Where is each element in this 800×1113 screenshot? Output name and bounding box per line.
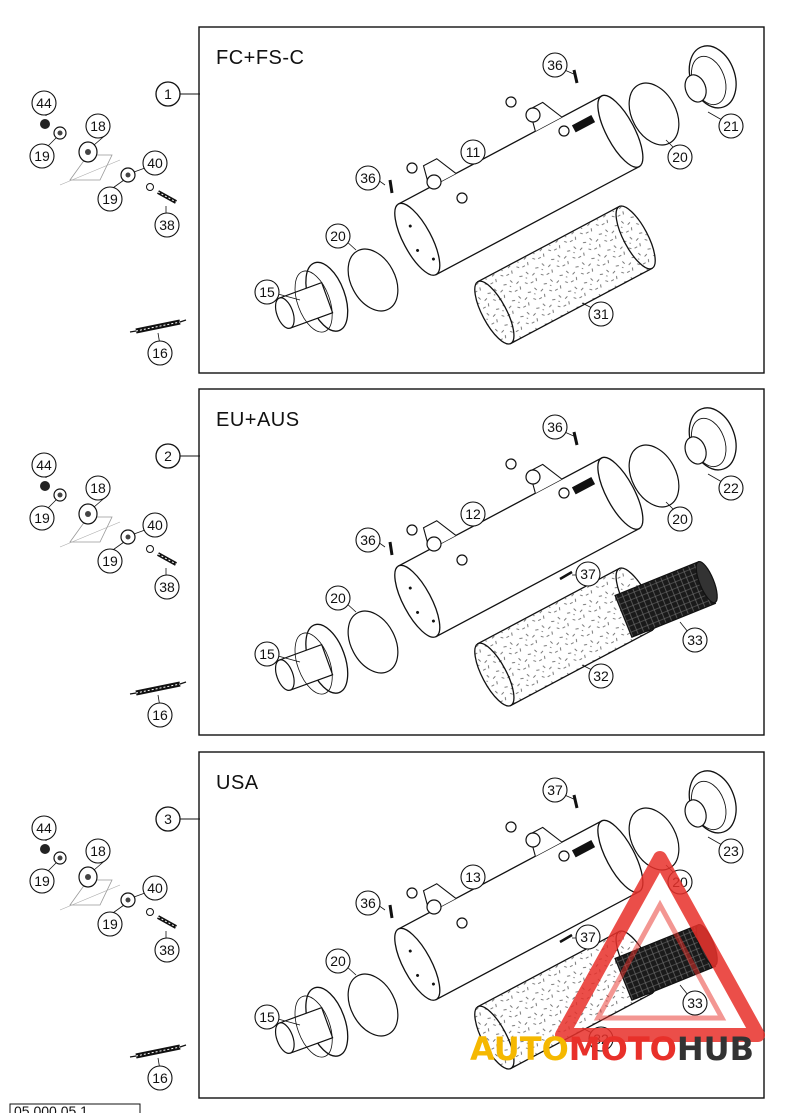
watermark-text: AUTOMOTOHUB [470, 1030, 754, 1068]
callout-number: 40 [147, 880, 163, 896]
watermark-logo [555, 851, 765, 1042]
callout-number: 36 [360, 532, 376, 548]
callout-number: 21 [723, 118, 739, 134]
callout-number: 20 [330, 953, 346, 969]
callout-number: 15 [259, 1009, 275, 1025]
callout-number: 38 [159, 217, 175, 233]
callout-number: 38 [159, 579, 175, 595]
callout-number: 16 [152, 1070, 168, 1086]
variant-number: 3 [164, 811, 172, 827]
panel-eu-aus [30, 387, 766, 737]
callout-number: 20 [330, 228, 346, 244]
panel-title: USA [216, 772, 259, 794]
watermark-part3: HUB [677, 1030, 754, 1068]
callout-number: 36 [360, 895, 376, 911]
callout-number: 44 [36, 820, 52, 836]
variant-number: 2 [164, 448, 172, 464]
callout-number: 22 [723, 480, 739, 496]
callout-number: 19 [34, 510, 50, 526]
callout-number: 36 [547, 419, 563, 435]
callout-number: 36 [547, 57, 563, 73]
callout-number: 18 [90, 843, 106, 859]
callout-number: 18 [90, 480, 106, 496]
callout-number: 20 [330, 590, 346, 606]
callout-number: 32 [593, 668, 609, 684]
variant-number: 1 [164, 86, 172, 102]
callout-number: 20 [672, 149, 688, 165]
callout-number: 37 [580, 566, 596, 582]
callout-number: 20 [672, 511, 688, 527]
panel-fc-fs-c [30, 25, 766, 375]
callout-number: 12 [465, 506, 481, 522]
callout-number: 40 [147, 155, 163, 171]
callout-number: 13 [465, 869, 481, 885]
callout-number: 36 [360, 170, 376, 186]
callout-number: 19 [102, 553, 118, 569]
callout-number: 16 [152, 345, 168, 361]
callout-number: 19 [34, 148, 50, 164]
callout-number: 18 [90, 118, 106, 134]
callout-number: 33 [687, 632, 703, 648]
callout-number: 23 [723, 843, 739, 859]
callout-number: 37 [547, 782, 563, 798]
footer-code: 05.000.05.1 [14, 1103, 88, 1113]
callout-number: 31 [593, 306, 609, 322]
callout-number: 16 [152, 707, 168, 723]
callout-number: 37 [580, 929, 596, 945]
callout-number: 11 [466, 144, 481, 160]
watermark-part1: AUTO [470, 1030, 569, 1068]
callout-number: 33 [687, 995, 703, 1011]
callout-number: 38 [159, 942, 175, 958]
callout-number: 15 [259, 284, 275, 300]
callout-number: 44 [36, 95, 52, 111]
callout-number: 15 [259, 646, 275, 662]
panel-title: EU+AUS [216, 409, 300, 431]
callout-number: 44 [36, 457, 52, 473]
callout-number: 19 [102, 191, 118, 207]
watermark-part2: MOTO [569, 1030, 677, 1068]
callout-number: 19 [34, 873, 50, 889]
callout-number: 40 [147, 517, 163, 533]
callout-number: 19 [102, 916, 118, 932]
panel-title: FC+FS-C [216, 47, 305, 69]
